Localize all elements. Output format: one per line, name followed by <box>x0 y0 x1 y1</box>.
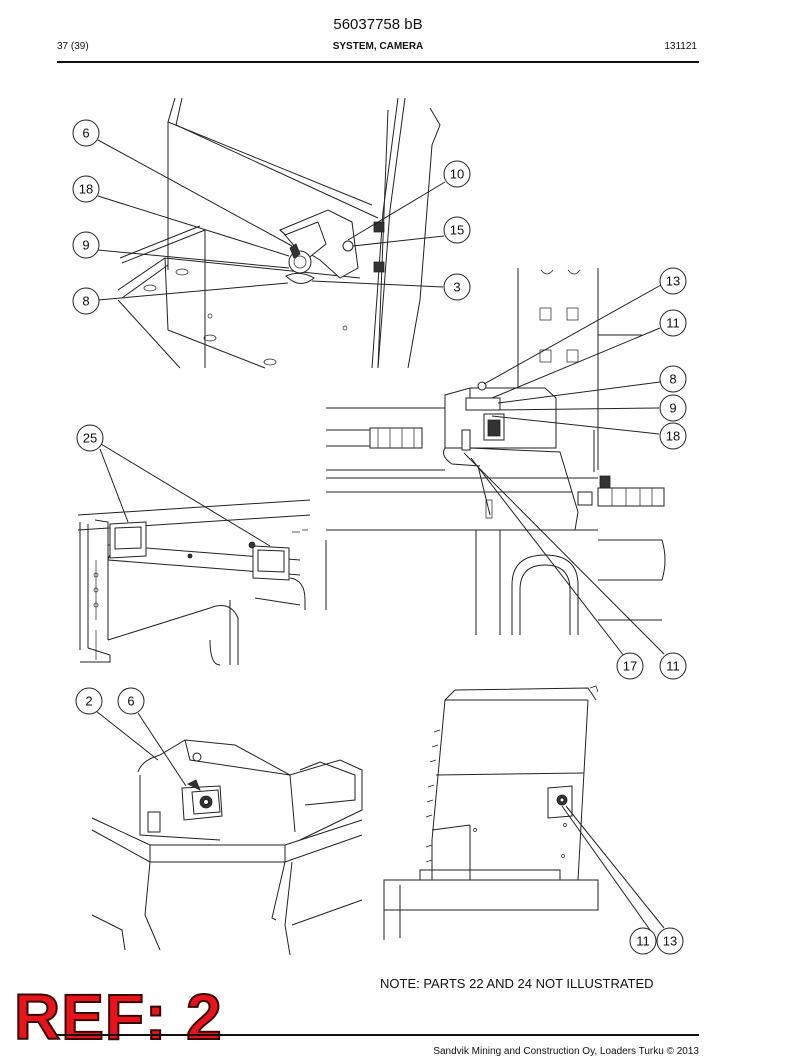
callout-group-view-1: 6 18 9 8 10 15 3 <box>72 119 471 315</box>
callout-bubble: 8 <box>72 287 100 315</box>
callout-bubble: 9 <box>659 394 687 422</box>
footer-copyright: Sandvik Mining and Construction Oy, Load… <box>433 1046 699 1057</box>
view-3-cab-monitors-drawing <box>77 499 311 666</box>
callout-number: 13 <box>666 274 680 289</box>
callout-bubble: 2 <box>75 687 103 715</box>
callout-group-view-4: 2 6 <box>75 687 145 715</box>
callout-number: 11 <box>666 659 680 674</box>
callout-number: 3 <box>453 280 460 295</box>
parts-note: NOTE: PARTS 22 AND 24 NOT ILLUSTRATED <box>380 976 654 991</box>
callout-group-view-2: 13 11 8 9 18 17 11 <box>616 267 687 680</box>
view-4-front-camera-drawing <box>91 739 363 956</box>
callout-bubble: 15 <box>443 216 471 244</box>
view-5-leaders <box>561 805 665 931</box>
callout-number: 13 <box>663 934 677 949</box>
callout-bubble: 8 <box>659 365 687 393</box>
callout-bubble: 10 <box>443 160 471 188</box>
callout-number: 15 <box>450 223 464 238</box>
page-number: 37 (39) <box>57 41 89 52</box>
callout-number: 8 <box>669 372 676 387</box>
view-1-bracket-drawing <box>117 97 441 369</box>
callout-number: 2 <box>85 694 92 709</box>
callout-bubble: 11 <box>659 309 687 337</box>
view-2-leaders <box>463 284 665 657</box>
document-number: 56037758 bB <box>333 16 423 33</box>
callout-number: 18 <box>666 429 680 444</box>
callout-number: 11 <box>666 316 680 331</box>
callout-bubble: 13 <box>659 267 687 295</box>
date-code: 131121 <box>664 41 697 52</box>
view-3-leaders <box>99 443 271 547</box>
callout-number: 25 <box>83 431 97 446</box>
view-5-cab-side-drawing <box>383 685 599 940</box>
callout-number: 18 <box>79 182 93 197</box>
callout-number: 8 <box>82 294 89 309</box>
callout-number: 9 <box>82 238 89 253</box>
callout-bubble: 9 <box>72 231 100 259</box>
callout-group-view-3: 25 <box>76 424 104 452</box>
view-2-roof-assembly-drawing <box>325 268 666 635</box>
callout-number: 9 <box>669 401 676 416</box>
callout-bubble: 6 <box>72 119 100 147</box>
callout-bubble: 18 <box>72 175 100 203</box>
callout-number: 11 <box>636 934 650 949</box>
view-1-leaders <box>97 139 446 301</box>
callout-bubble: 17 <box>616 652 644 680</box>
callout-bubble: 25 <box>76 424 104 452</box>
callout-number: 10 <box>450 167 464 182</box>
callout-number: 6 <box>82 126 89 141</box>
ref-stamp: REF: 2 <box>13 981 223 1053</box>
callout-group-view-5: 11 13 <box>629 927 684 955</box>
footer-rule <box>57 1034 699 1036</box>
callout-bubble: 6 <box>117 687 145 715</box>
view-4-leaders <box>95 710 187 787</box>
header-rule <box>57 61 699 63</box>
callout-bubble: 13 <box>656 927 684 955</box>
section-title: SYSTEM, CAMERA <box>332 41 424 52</box>
callout-bubble: 3 <box>443 273 471 301</box>
callout-number: 6 <box>127 694 134 709</box>
callout-number: 17 <box>623 659 637 674</box>
callout-bubble: 11 <box>659 652 687 680</box>
callout-bubble: 11 <box>629 927 657 955</box>
callout-bubble: 18 <box>659 422 687 450</box>
